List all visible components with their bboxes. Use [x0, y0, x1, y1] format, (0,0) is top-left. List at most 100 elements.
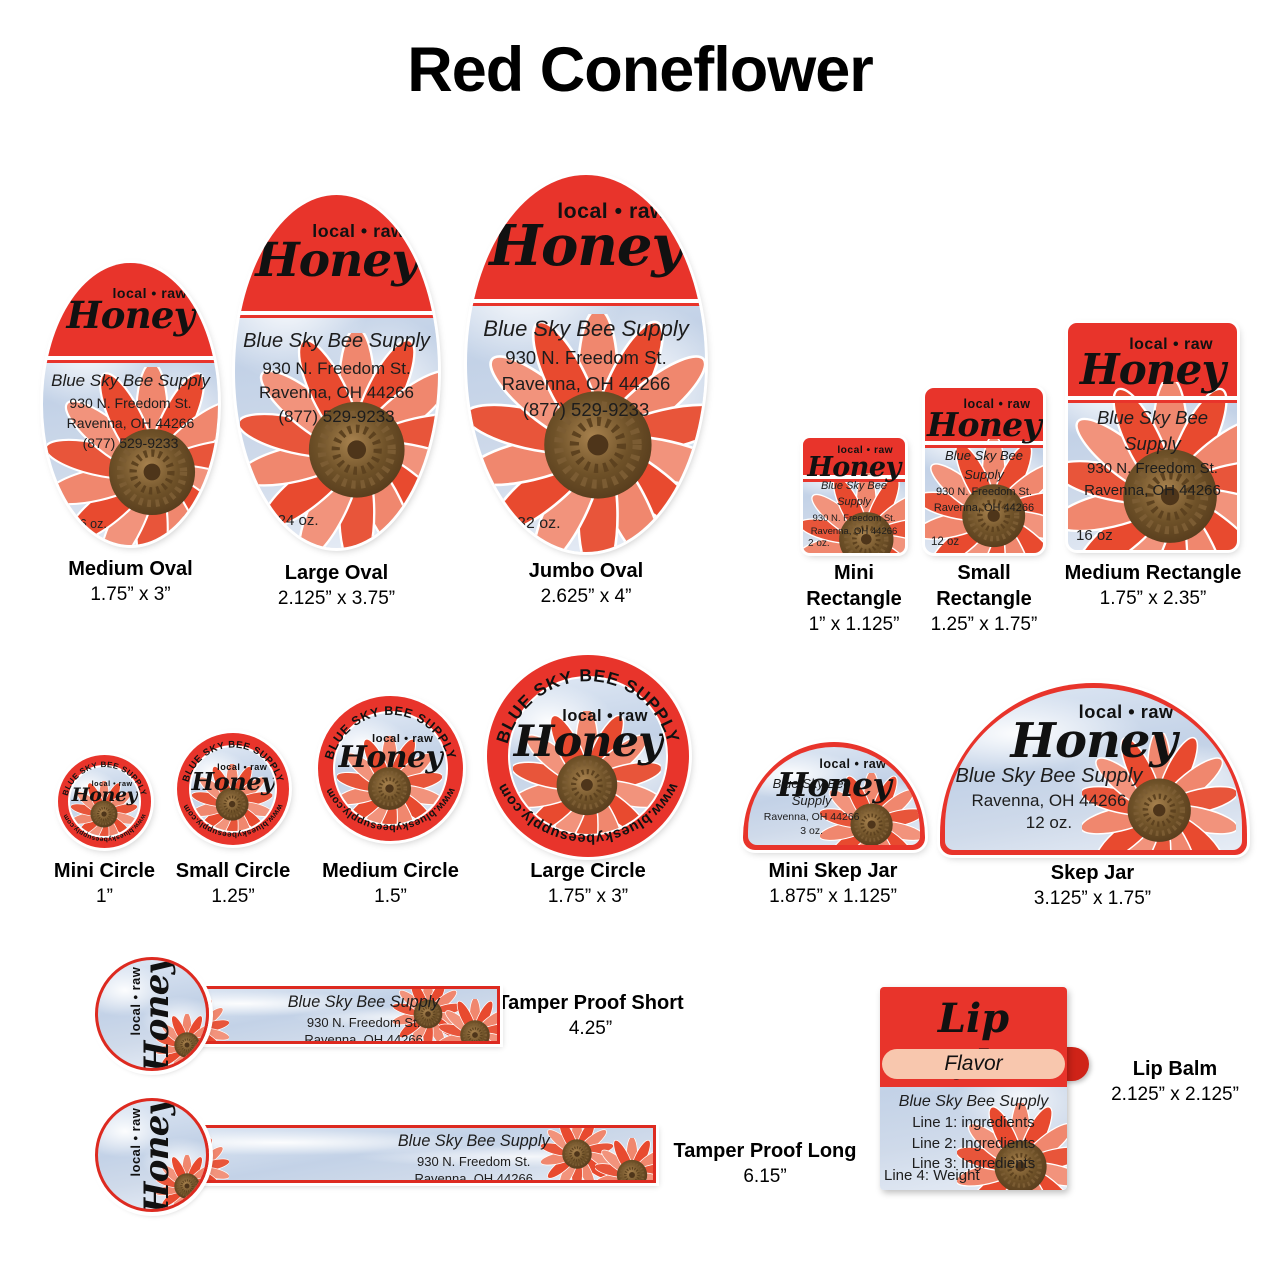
net-weight: 2 oz.: [808, 538, 830, 549]
honey-wordmark: local • raw Honey: [235, 221, 438, 284]
page-title: Red Coneflower: [407, 35, 874, 105]
city-state-zip: Ravenna, OH 44266: [1084, 481, 1221, 499]
caption-medium-circle: Medium Circle 1.5”: [322, 860, 459, 907]
mini-skep-jar-label: local • raw Honey Blue Sky Bee Supply Ra…: [743, 742, 925, 850]
address-block: Blue Sky Bee Supply 930 N. Freedom St. R…: [467, 313, 705, 424]
honey-wordmark: local • raw Honey: [335, 733, 446, 773]
net-weight: 12 oz: [931, 536, 960, 548]
honey-script: Honey: [926, 404, 1042, 444]
rotated-honey-wordmark: local • raw Honey: [98, 1101, 206, 1209]
tamper-proof-long-label: Blue Sky Bee Supply 930 N. Freedom St. R…: [95, 1095, 656, 1215]
arc-company-text: BLUE SKY BEE SUPPLY: [181, 739, 285, 783]
honey-script: Honey: [191, 767, 275, 797]
honey-script: Honey: [513, 716, 663, 767]
flavor-pill: Flavor: [882, 1049, 1065, 1079]
separator-line: [803, 478, 905, 482]
arc-text: BLUE SKY BEE SUPPLY www.blueskybeesupply…: [322, 704, 458, 833]
large-circle-label: local • raw Honey BLUE SKY BEE SUPPLY ww…: [487, 655, 689, 857]
company-name: Blue Sky Bee Supply: [898, 1093, 1049, 1110]
company-name: Blue Sky Bee Supply: [397, 1132, 550, 1150]
arc-text: BLUE SKY BEE SUPPLY www.blueskybeesupply…: [492, 665, 684, 846]
honey-script: Honey: [1010, 712, 1178, 769]
separator-line: [1068, 399, 1237, 403]
large-oval-label: local • raw Honey Blue Sky Bee Supply 93…: [235, 195, 438, 548]
honey-wordmark: local • raw Honey: [191, 762, 276, 797]
ingredients-line-2: Line 2: Ingredients: [911, 1134, 1036, 1152]
honey-wordmark: local • raw Honey: [1068, 336, 1237, 392]
medium-rectangle-label: local • raw Honey Blue Sky Bee Supply 93…: [1068, 323, 1237, 550]
arc-text: BLUE SKY BEE SUPPLY www.blueskybeesupply…: [181, 739, 286, 840]
city-state-zip: Ravenna, OH 44266: [971, 790, 1127, 810]
city-state-zip: Ravenna, OH 44266: [501, 373, 671, 395]
city-state-zip: Ravenna, OH 44266: [414, 1171, 533, 1183]
honey-wordmark: local • raw Honey: [70, 780, 140, 805]
arc-company-text: BLUE SKY BEE SUPPLY: [61, 760, 148, 797]
svg-text:www.blueskybeesupply.com: www.blueskybeesupply.com: [62, 812, 148, 843]
street-address: 930 N. Freedom St.: [1087, 460, 1218, 478]
company-name: Blue Sky Bee Supply: [287, 993, 440, 1011]
svg-text:BLUE SKY BEE SUPPLY: BLUE SKY BEE SUPPLY: [492, 665, 684, 745]
company-name: Blue Sky Bee Supply: [483, 315, 689, 341]
separator-line: [235, 311, 438, 316]
phone-number: (877) 529-9233: [522, 399, 650, 421]
honey-script: Honey: [807, 452, 901, 484]
street-address: 930 N. Freedom St.: [306, 1014, 421, 1030]
city-state-zip: Ravenna, OH 44266: [259, 382, 414, 402]
caption-skep-jar: Skep Jar 3.125” x 1.75”: [1033, 862, 1152, 909]
tamper-circle: local • raw Honey: [95, 957, 209, 1071]
separator-line: [925, 440, 1043, 445]
separator-line: [43, 356, 218, 361]
net-weight: 24 oz.: [277, 511, 319, 529]
city-state-zip: Ravenna, OH 44266: [763, 810, 860, 823]
ingredients-block: Blue Sky Bee Supply Line 1: ingredients …: [880, 1091, 1067, 1175]
local-raw-text: local • raw: [557, 199, 668, 224]
small-rectangle-label: local • raw Honey Blue Sky Bee Supply 93…: [925, 388, 1043, 553]
svg-text:www.blueskybeesupply.com: www.blueskybeesupply.com: [495, 779, 682, 846]
svg-text:www.blueskybeesupply.com: www.blueskybeesupply.com: [181, 802, 286, 840]
caption-large-circle: Large Circle 1.75” x 3”: [530, 860, 646, 907]
circle-inner: local • raw Honey: [188, 744, 278, 834]
local-raw-text: local • raw: [371, 733, 434, 746]
street-address: 930 N. Freedom St.: [936, 486, 1032, 499]
net-weight: 32 oz.: [516, 515, 561, 533]
separator-line: [467, 299, 705, 304]
address-block: Blue Sky Bee Supply 930 N. Freedom St. R…: [43, 369, 218, 454]
honey-script: Honey: [137, 957, 178, 1071]
caption-small-circle: Small Circle 1.25”: [175, 860, 291, 907]
ingredients-line-3: Line 3: Ingredients: [911, 1155, 1036, 1173]
red-header: [467, 175, 705, 300]
tamper-bar: Blue Sky Bee Supply 930 N. Freedom St. R…: [152, 1125, 656, 1183]
weight-line: Line 4: Weight: [884, 1167, 980, 1184]
jumbo-oval-label: local • raw Honey Blue Sky Bee Supply 93…: [467, 175, 705, 552]
address-block: Blue Sky Bee Supply Ravenna, OH 44266 12…: [951, 763, 1147, 836]
company-name: Blue Sky Bee Supply: [955, 764, 1143, 787]
honey-script: Honey: [489, 213, 684, 280]
caption-jumbo-oval: Jumbo Oval 2.625” x 4”: [528, 560, 644, 607]
address-block: Blue Sky Bee Supply 930 N. Freedom St. R…: [925, 447, 1043, 516]
honey-wordmark: local • raw Honey: [925, 398, 1043, 441]
street-address: 930 N. Freedom St.: [262, 358, 411, 378]
company-name: Blue Sky Bee Supply: [51, 370, 210, 390]
separator-line: [467, 303, 705, 307]
company-name: Blue Sky Bee Supply: [820, 480, 888, 508]
phone-number: (877) 529-9233: [278, 407, 395, 427]
local-raw-text: local • raw: [312, 221, 406, 242]
caption-small-rectangle: Small Rectangle 1.25” x 1.75”: [930, 562, 1038, 635]
net-weight: 12 oz.: [1025, 813, 1073, 833]
honey-wordmark: local • raw Honey: [803, 445, 905, 484]
red-header: [235, 195, 438, 312]
honey-script: Honey: [776, 764, 892, 804]
website-arc-text: www.blueskybeesupply.com: [495, 779, 682, 846]
city-state-zip: Ravenna, OH 44266: [933, 501, 1035, 514]
skep-inner: local • raw Honey Blue Sky Bee Supply Ra…: [945, 688, 1242, 850]
separator-line: [43, 360, 218, 364]
website-arc-text: www.blueskybeesupply.com: [62, 812, 147, 843]
caption-mini-circle: Mini Circle 1”: [53, 860, 156, 907]
address-block: Blue Sky Bee Supply Ravenna, OH 44266 3 …: [753, 775, 870, 838]
website-arc-text: www.blueskybeesupply.com: [324, 785, 457, 833]
street-address: 930 N. Freedom St.: [812, 512, 896, 524]
coneflower-image: [595, 1138, 656, 1183]
local-raw-text: local • raw: [819, 756, 887, 771]
local-raw-text: local • raw: [91, 778, 133, 788]
